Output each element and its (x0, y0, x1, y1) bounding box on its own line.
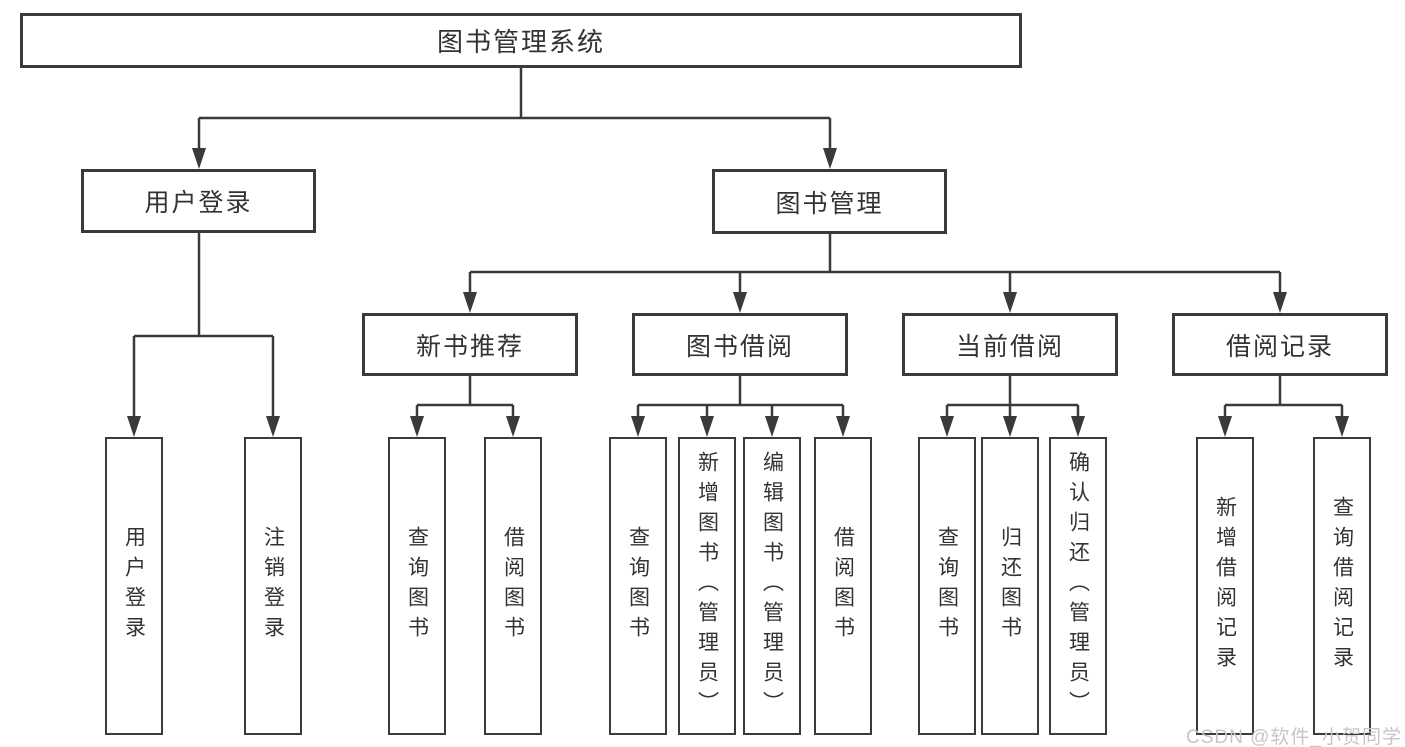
node-borrow-records: 借阅记录 (1172, 313, 1388, 376)
node-leaf-query-book-1: 查询图书 (388, 437, 446, 735)
node-leaf-add-book: 新增图书（管理员） (678, 437, 736, 735)
node-current-borrow: 当前借阅 (902, 313, 1118, 376)
node-leaf-add-borrow-record: 新增借阅记录 (1196, 437, 1254, 735)
csdn-watermark: CSDN @软件_小贺同学 (1186, 727, 1402, 747)
node-leaf-borrow-book-1: 借阅图书 (484, 437, 542, 735)
connector-paths (132, 68, 1344, 418)
node-leaf-borrow-book-2: 借阅图书 (814, 437, 872, 735)
node-leaf-return-book: 归还图书 (981, 437, 1039, 735)
node-leaf-query-borrow-record: 查询借阅记录 (1313, 437, 1371, 735)
node-book-mgmt: 图书管理 (712, 169, 947, 234)
node-book-borrow: 图书借阅 (632, 313, 848, 376)
node-leaf-query-book-3: 查询图书 (918, 437, 976, 735)
arrowheads (127, 148, 1349, 437)
node-user-login: 用户登录 (81, 169, 316, 233)
node-root: 图书管理系统 (20, 13, 1022, 68)
node-leaf-logout: 注销登录 (244, 437, 302, 735)
node-leaf-edit-book: 编辑图书（管理员） (743, 437, 801, 735)
node-leaf-user-login: 用户登录 (105, 437, 163, 735)
node-new-book-rec: 新书推荐 (362, 313, 578, 376)
node-leaf-confirm-return: 确认归还（管理员） (1049, 437, 1107, 735)
node-leaf-query-book-2: 查询图书 (609, 437, 667, 735)
